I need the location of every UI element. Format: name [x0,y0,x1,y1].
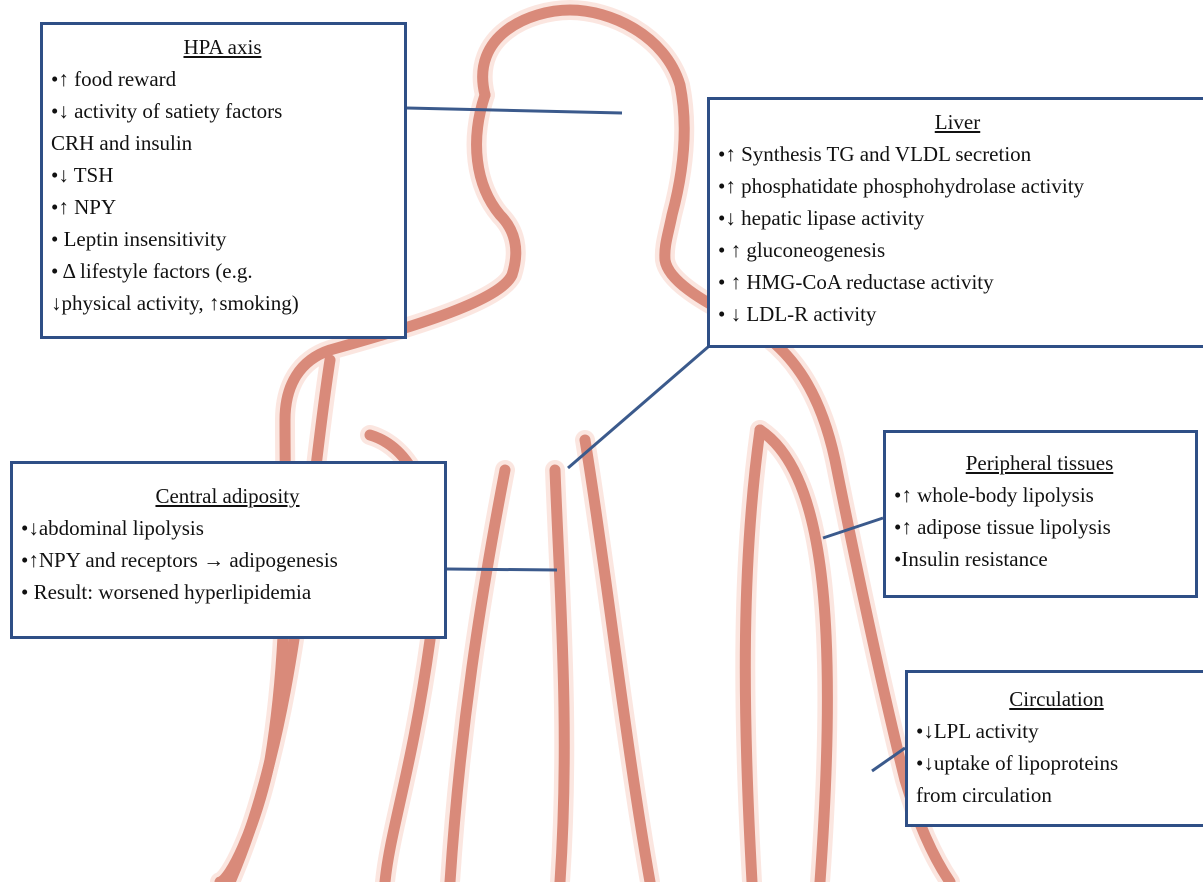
liver-box: Liver •↑ Synthesis TG and VLDL secretion… [707,97,1203,348]
hpa-axis-item: • Δ lifestyle factors (e.g. [51,255,394,287]
central-adiposity-title: Central adiposity [21,480,434,512]
circulation-title: Circulation [916,683,1197,715]
peripheral-tissues-item: •↑ adipose tissue lipolysis [894,511,1185,543]
central-adiposity-item: •↓abdominal lipolysis [21,512,434,544]
hpa-axis-item: • Leptin insensitivity [51,223,394,255]
central-adiposity-item: •↑NPY and receptors → adipogenesis [21,544,434,576]
liver-title: Liver [718,106,1197,138]
liver-item: • ↑ HMG-CoA reductase activity [718,266,1197,298]
liver-item: •↑ Synthesis TG and VLDL secretion [718,138,1197,170]
connector-central-adiposity [447,569,557,570]
peripheral-tissues-item: •Insulin resistance [894,543,1185,575]
peripheral-tissues-item: •↑ whole-body lipolysis [894,479,1185,511]
liver-item: •↑ phosphatidate phosphohydrolase activi… [718,170,1197,202]
peripheral-tissues-box: Peripheral tissues •↑ whole-body lipolys… [883,430,1198,598]
hpa-axis-item: •↓ TSH [51,159,394,191]
circulation-box: Circulation •↓LPL activity •↓uptake of l… [905,670,1203,827]
liver-item: • ↑ gluconeogenesis [718,234,1197,266]
hpa-axis-item: •↓ activity of satiety factors [51,95,394,127]
connector-liver [568,347,708,468]
circulation-item: from circulation [916,779,1197,811]
central-adiposity-item: • Result: worsened hyperlipidemia [21,576,434,608]
hpa-axis-item: ↓physical activity, ↑smoking) [51,287,394,319]
connector-hpa-axis [407,108,622,113]
hpa-axis-item: •↑ NPY [51,191,394,223]
liver-item: •↓ hepatic lipase activity [718,202,1197,234]
circulation-item: •↓LPL activity [916,715,1197,747]
hpa-axis-item: •↑ food reward [51,63,394,95]
central-adiposity-box: Central adiposity •↓abdominal lipolysis … [10,461,447,639]
hpa-axis-box: HPA axis •↑ food reward •↓ activity of s… [40,22,407,339]
liver-item: • ↓ LDL-R activity [718,298,1197,330]
hpa-axis-title: HPA axis [51,31,394,63]
circulation-item: •↓uptake of lipoproteins [916,747,1197,779]
hpa-axis-item: CRH and insulin [51,127,394,159]
peripheral-tissues-title: Peripheral tissues [894,447,1185,479]
